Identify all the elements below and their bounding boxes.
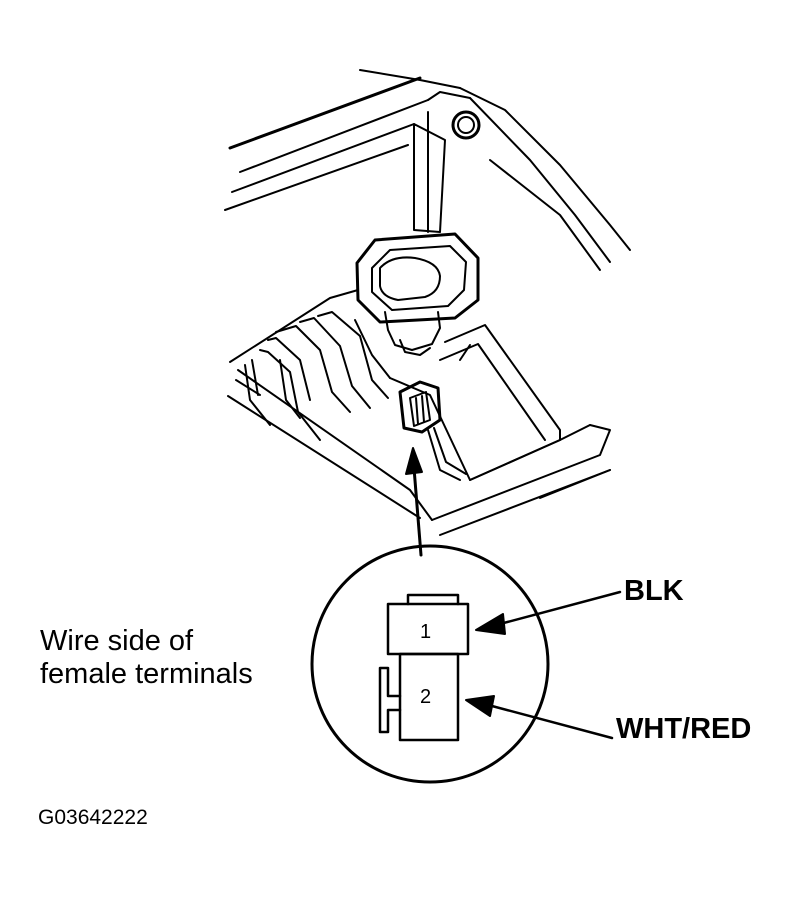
wire-color-wht-red-label: WHT/RED: [616, 713, 752, 745]
terminal-1-number: 1: [420, 621, 431, 643]
wire-side-label-line1: Wire side of: [40, 625, 194, 657]
figure-code: G03642222: [38, 806, 148, 829]
terminal-2-number: 2: [420, 686, 431, 708]
connector-face: [378, 593, 470, 742]
wire-color-blk-label: BLK: [624, 575, 684, 607]
leader-arrow-wht-red: [465, 695, 614, 740]
magnified-view-circle: [310, 544, 550, 784]
wire-side-label-line2: female terminals: [40, 658, 253, 690]
pointer-arrow-connector: [405, 447, 423, 557]
console-drawing: [224, 69, 631, 536]
leader-arrow-blk: [475, 590, 622, 635]
